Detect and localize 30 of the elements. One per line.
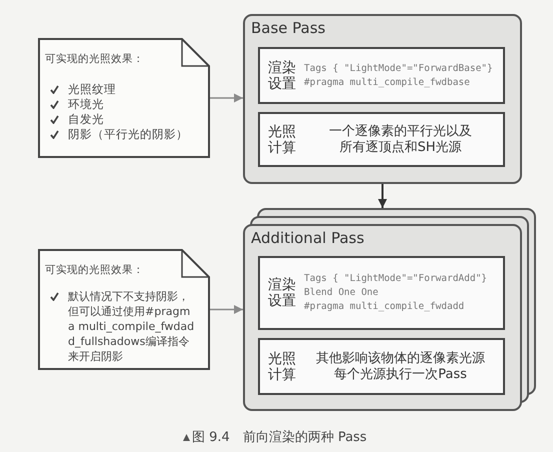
list-item: 阴影（平行光的阴影） (68, 127, 189, 142)
code-line: #pragma multi_compile_fwdadd (304, 300, 466, 314)
description-text: 其他影响该物体的逐像素光源每个光源执行一次Pass (315, 350, 486, 382)
list-item: 光照纹理 (68, 82, 117, 97)
pass-panel (243, 14, 522, 184)
list-item: 自发光 (68, 112, 105, 127)
section-box (258, 47, 505, 104)
list-item: 默认情况下不支持阴影，但可以通过使用#pragma multi_compile_fwdadd_fullshadows编译指令来开启阴影 (68, 289, 196, 364)
code-line: Blend One One (304, 286, 380, 300)
panel-title: Additional Pass (251, 229, 364, 247)
row-label: 渲染设置 (268, 60, 297, 92)
row-label: 渲染设置 (268, 277, 297, 309)
code-line: Tags { "LightMode"="ForwardBase"} (304, 62, 494, 76)
section-box (258, 256, 505, 330)
pass-panel (243, 224, 522, 411)
note-heading: 可实现的光照效果： (45, 52, 144, 66)
panel-title: Base Pass (251, 19, 326, 37)
caption: 图 9.4 前向渲染的两种 Pass (192, 429, 367, 446)
note-heading: 可实现的光照效果： (45, 263, 144, 277)
arrow (210, 94, 243, 102)
arrow (378, 184, 387, 208)
code-line: Tags { "LightMode"="ForwardAdd"} (304, 272, 488, 286)
section-box (258, 338, 505, 395)
code-line: #pragma multi_compile_fwdbase (304, 76, 471, 90)
row-label: 光照计算 (268, 350, 297, 382)
list-item: 环境光 (68, 97, 105, 112)
row-label: 光照计算 (268, 124, 297, 156)
arrow (210, 305, 243, 314)
section-box (258, 112, 505, 167)
description-text: 一个逐像素的平行光以及所有逐顶点和SH光源 (328, 124, 473, 156)
